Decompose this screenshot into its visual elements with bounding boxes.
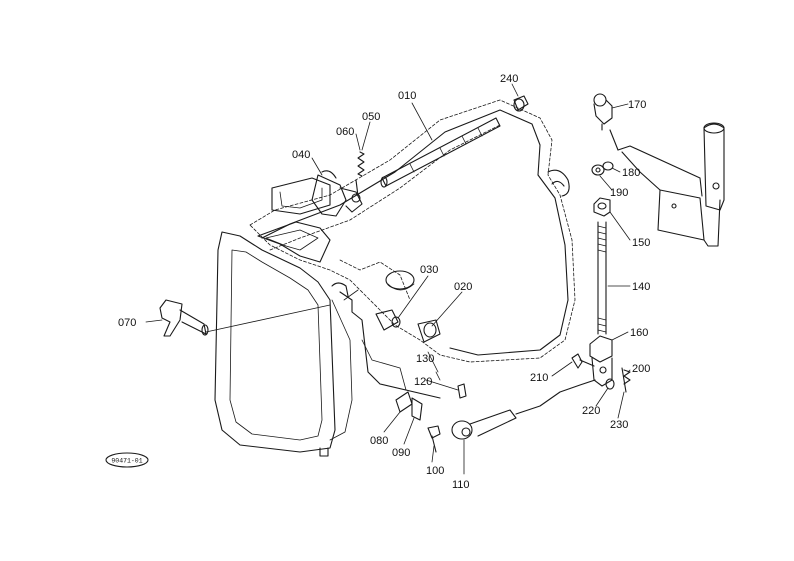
leader-lines bbox=[145, 83, 631, 475]
callout-140: 140 bbox=[632, 281, 650, 293]
cap-240 bbox=[513, 95, 529, 112]
drawing-stamp: 90471-01 bbox=[105, 452, 149, 468]
shift-arm-110 bbox=[451, 379, 596, 440]
callout-200: 200 bbox=[632, 363, 650, 375]
plate-090 bbox=[411, 397, 423, 421]
callout-050: 050 bbox=[362, 111, 380, 123]
washer-220 bbox=[605, 378, 615, 390]
linkage-rod bbox=[331, 282, 441, 399]
shaft-070 bbox=[159, 299, 331, 337]
bolt-100 bbox=[427, 425, 441, 453]
shift-shaft-010 bbox=[380, 117, 501, 188]
callout-210: 210 bbox=[530, 372, 548, 384]
rod-140 bbox=[597, 221, 607, 335]
transmission-case bbox=[214, 99, 576, 457]
clevis-160 bbox=[589, 335, 613, 387]
callout-010: 010 bbox=[398, 90, 416, 102]
spring-050-060 bbox=[355, 151, 365, 197]
callout-030: 030 bbox=[420, 264, 438, 276]
nut-190 bbox=[591, 164, 605, 176]
nut-150 bbox=[593, 197, 611, 217]
callout-240: 240 bbox=[500, 73, 518, 85]
shift-lever-040 bbox=[311, 170, 363, 217]
callout-060: 060 bbox=[336, 126, 354, 138]
callout-190: 190 bbox=[610, 187, 628, 199]
spring-200 bbox=[623, 369, 631, 385]
pin-120 bbox=[457, 383, 467, 399]
callout-040: 040 bbox=[292, 149, 310, 161]
pin-130 bbox=[435, 371, 441, 381]
bolt-030 bbox=[375, 309, 401, 331]
nut-180 bbox=[602, 161, 614, 171]
bolt-020 bbox=[417, 319, 441, 343]
ball-joint-170 bbox=[593, 93, 613, 131]
pin-210 bbox=[571, 353, 595, 369]
cotter-pin-230 bbox=[621, 367, 627, 393]
callout-180: 180 bbox=[622, 167, 640, 179]
bracket-assembly bbox=[609, 122, 725, 247]
callout-090: 090 bbox=[392, 447, 410, 459]
callout-020: 020 bbox=[454, 281, 472, 293]
callout-080: 080 bbox=[370, 435, 388, 447]
callout-130: 130 bbox=[416, 353, 434, 365]
callout-160: 160 bbox=[630, 327, 648, 339]
callout-labels: 010 020 030 040 050 060 070 080 090 100 … bbox=[118, 73, 650, 491]
stamp-text: 90471-01 bbox=[111, 458, 142, 465]
callout-110: 110 bbox=[452, 479, 470, 491]
callout-120: 120 bbox=[414, 376, 432, 388]
callout-100: 100 bbox=[426, 465, 444, 477]
plate-080 bbox=[395, 391, 413, 413]
callout-230: 230 bbox=[610, 419, 628, 431]
callout-150: 150 bbox=[632, 237, 650, 249]
callout-220: 220 bbox=[582, 405, 600, 417]
callout-170: 170 bbox=[628, 99, 646, 111]
callout-070: 070 bbox=[118, 317, 136, 329]
